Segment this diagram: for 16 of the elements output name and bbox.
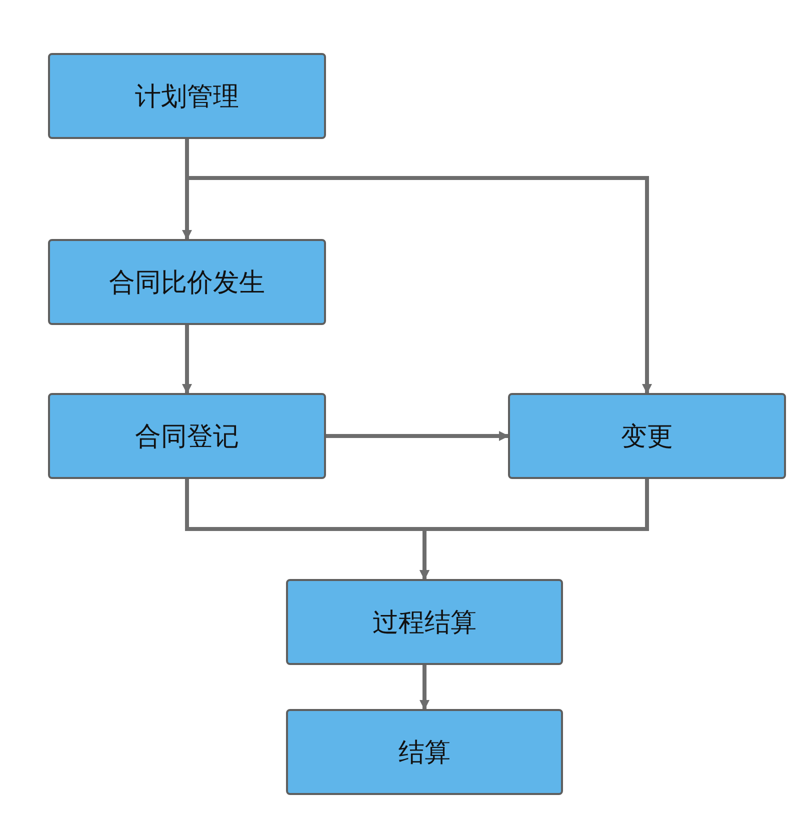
box-label: 过程结算 <box>372 606 476 640</box>
process-box <box>286 579 563 665</box>
arrow <box>420 479 649 580</box>
arrow <box>182 325 192 394</box>
box-label: 合同比价发生 <box>109 266 265 300</box>
box-label: 合同登记 <box>135 420 239 454</box>
process-box <box>48 239 326 325</box>
process-box <box>48 393 326 479</box>
arrow <box>420 665 430 710</box>
arrow <box>326 431 509 441</box>
box-label: 计划管理 <box>135 80 239 114</box>
box-label: 变更 <box>621 420 673 454</box>
process-box <box>48 53 326 139</box>
box-label: 结算 <box>398 736 450 770</box>
process-box <box>508 393 786 479</box>
process-box <box>286 709 563 795</box>
